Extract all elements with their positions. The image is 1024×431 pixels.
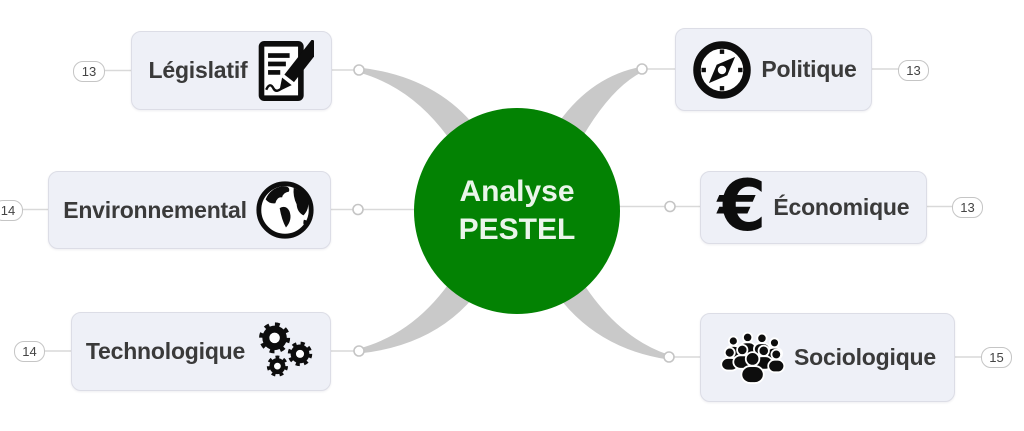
collapse-handle-environnemental[interactable] xyxy=(352,203,364,216)
node-economique[interactable]: € Économique xyxy=(700,171,927,244)
globe-icon xyxy=(254,179,316,241)
crowd-icon xyxy=(719,328,787,388)
node-economique-label: Économique xyxy=(773,194,910,220)
center-topic-title: Analyse PESTEL xyxy=(458,175,576,246)
center-topic[interactable]: Analyse PESTEL xyxy=(414,108,620,314)
node-politique-label: Politique xyxy=(761,56,857,82)
collapse-handle-legislatif[interactable] xyxy=(353,64,365,76)
badge-count-sociologique[interactable]: 15 xyxy=(981,347,1012,368)
node-technologique-label: Technologique xyxy=(85,338,246,364)
node-sociologique[interactable]: Sociologique xyxy=(700,313,955,402)
collapse-handle-economique[interactable] xyxy=(664,200,676,213)
node-environnemental[interactable]: Environnemental xyxy=(48,171,331,249)
node-legislatif[interactable]: Législatif xyxy=(131,31,332,110)
badge-count-legislatif[interactable]: 13 xyxy=(73,61,105,82)
collapse-handles xyxy=(352,63,676,363)
badge-count-environnemental[interactable]: 14 xyxy=(0,200,23,221)
compass-icon xyxy=(690,38,754,102)
node-legislatif-label: Législatif xyxy=(148,57,248,83)
collapse-handle-politique[interactable] xyxy=(636,63,648,75)
badge-count-politique[interactable]: 13 xyxy=(898,60,929,81)
contract-signature-icon xyxy=(254,39,315,102)
euro-icon: € xyxy=(717,164,767,247)
badge-count-technologique[interactable]: 14 xyxy=(14,341,45,362)
node-environnemental-label: Environnemental xyxy=(63,196,247,223)
node-sociologique-label: Sociologique xyxy=(794,344,936,370)
collapse-handle-sociologique[interactable] xyxy=(663,351,675,363)
badge-count-economique[interactable]: 13 xyxy=(952,197,983,218)
node-technologique[interactable]: Technologique xyxy=(71,312,331,391)
collapse-handle-technologique[interactable] xyxy=(353,345,365,357)
node-politique[interactable]: Politique xyxy=(675,28,872,111)
gears-icon xyxy=(252,321,316,383)
